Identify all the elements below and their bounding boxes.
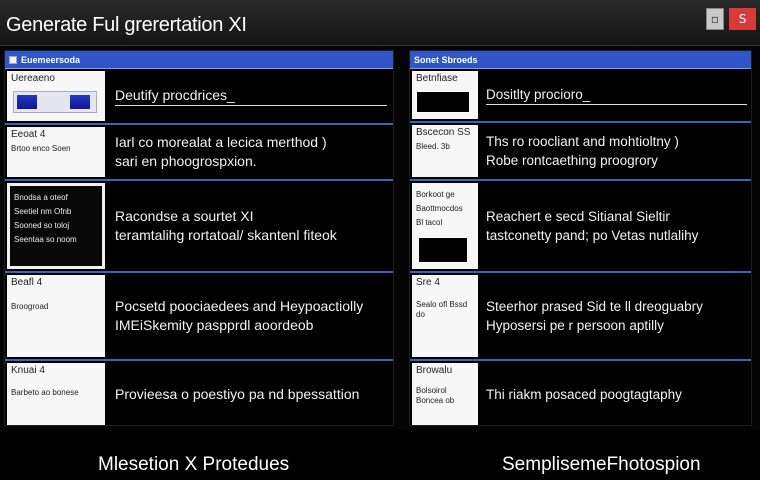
left-caption: Mlesetion X Protedues (98, 454, 290, 475)
right-panel-header: Sonet Sbroeds (410, 51, 751, 69)
thumb-subtitle: Sealo ofl Bssd do (416, 300, 468, 319)
thumb-line: Borkoot ge (416, 190, 455, 199)
row-description: Racondse a sourtet XI teramtalihg rortat… (115, 181, 387, 271)
thumb-line: Bnodsa a oteof (14, 193, 68, 202)
minimize-button[interactable]: ▫ (706, 8, 724, 30)
thumb-line: Seentaa so noom (14, 235, 77, 244)
description-line: teramtalihg rortatoal/ skantenl fiteok (115, 227, 337, 243)
window-title: Generate Ful grerertation XI (6, 14, 247, 36)
description-line: tastconetty pand; po Vetas nutlalihy (486, 228, 699, 243)
preview-block (70, 95, 90, 109)
row-thumbnail[interactable]: Bnodsa a oteof Seetiel nm Ofnb Sooned so… (7, 183, 105, 269)
row-description: Thi riakm posaced poogtagtaphy (486, 361, 747, 427)
thumb-title: Sre 4 (416, 277, 440, 288)
list-item[interactable]: Knuai 4 Barbeto ao bonese Provieesa o po… (5, 361, 393, 427)
thumb-subtitle: Bleed. 3b (416, 142, 450, 151)
thumb-subtitle: Brtoo enco Soen (11, 144, 71, 153)
description-line: Deutify procdrices_ (115, 86, 387, 106)
thumb-title: Beafl 4 (11, 277, 43, 288)
list-item[interactable]: Beafl 4 Broogroad Pocsetd poociaedees an… (5, 273, 393, 361)
description-line: Robe rontcaething proogrory (486, 153, 658, 168)
description-line: Pocsetd poociaedees and Heypoactiolly (115, 298, 364, 314)
thumb-subtitle: Barbeto ao bonese (11, 388, 79, 397)
list-item[interactable]: Bscecon SS Bleed. 3b Ths ro roocliant an… (410, 123, 751, 181)
screenshot-preview (416, 91, 470, 113)
description-line: Dositlty procioro_ (486, 85, 747, 105)
row-thumbnail[interactable]: Browalu Bolsoirol Boncea ob (412, 363, 478, 425)
list-item[interactable]: Betnfiase Dositlty procioro_ (410, 69, 751, 123)
thumb-title: Eeoat 4 (11, 129, 46, 140)
row-description: Steerhor prased Sid te ll dreoguabry Hyp… (486, 273, 747, 359)
description-line: Iarl co morealat a lecica merthod ) (115, 134, 327, 150)
panel-tab-icon (9, 55, 17, 64)
list-item[interactable]: Eeoat 4 Brtoo enco Soen Iarl co morealat… (5, 125, 393, 181)
description-line: Ths ro roocliant and mohtioltny ) (486, 134, 679, 149)
description-line: IMEiSkemity paspprdl aoordeob (115, 317, 314, 333)
description-line: Reachert e secd Sitianal Sieltir (486, 209, 670, 224)
row-thumbnail[interactable]: Beafl 4 Broogroad (7, 275, 105, 357)
right-panel: Sonet Sbroeds Betnfiase Dositlty procior… (409, 50, 752, 426)
row-description: Deutify procdrices_ (115, 69, 387, 123)
row-thumbnail[interactable]: Betnfiase (412, 71, 478, 119)
thumb-title: Betnfiase (416, 73, 458, 84)
thumb-line: Bl tacol (416, 218, 443, 227)
left-panel-title: Euemeersoda (21, 54, 81, 65)
list-item[interactable]: Bnodsa a oteof Seetiel nm Ofnb Sooned so… (5, 181, 393, 273)
preview-block (17, 95, 37, 109)
row-thumbnail[interactable]: Bscecon SS Bleed. 3b (412, 125, 478, 177)
row-thumbnail[interactable]: Eeoat 4 Brtoo enco Soen (7, 127, 105, 177)
title-bar: Generate Ful grerertation XI ▫ S (0, 0, 760, 46)
list-item[interactable]: Borkoot ge Baottmocdos Bl tacol Reachert… (410, 181, 751, 273)
thumb-line: Seetiel nm Ofnb (14, 207, 72, 216)
caption-bar: Mlesetion X Protedues SemplisemeFhotospi… (0, 430, 760, 480)
row-description: Reachert e secd Sitianal Sieltir tastcon… (486, 181, 747, 271)
left-panel-header: Euemeersoda (5, 51, 393, 69)
description-line: Racondse a sourtet XI (115, 208, 254, 224)
list-item[interactable]: Browalu Bolsoirol Boncea ob Thi riakm po… (410, 361, 751, 427)
description-line: Thi riakm posaced poogtagtaphy (486, 386, 682, 402)
close-button[interactable]: S (729, 8, 756, 30)
thumb-title: Bscecon SS (416, 127, 471, 138)
row-description: Dositlty procioro_ (486, 69, 747, 121)
row-thumbnail[interactable]: Knuai 4 Barbeto ao bonese (7, 363, 105, 425)
screenshot-preview (13, 91, 97, 113)
row-thumbnail[interactable]: Sre 4 Sealo ofl Bssd do (412, 275, 478, 357)
thumb-title: Browalu (416, 365, 453, 376)
thumb-title: Knuai 4 (11, 365, 45, 376)
right-panel-title: Sonet Sbroeds (414, 54, 478, 65)
thumb-title: Uereaeno (11, 73, 55, 84)
description-line: sari en phoogrospxion. (115, 153, 257, 169)
row-thumbnail[interactable]: Borkoot ge Baottmocdos Bl tacol (412, 183, 478, 269)
row-description: Iarl co morealat a lecica merthod ) sari… (115, 125, 387, 179)
description-line: Provieesa o poestiyo pa nd bpessattion (115, 385, 360, 402)
thumb-line: Sooned so toloj (14, 221, 70, 230)
description-line: Steerhor prased Sid te ll dreoguabry (486, 299, 703, 314)
right-caption: SemplisemeFhotospion (502, 454, 701, 475)
thumb-subtitle: Broogroad (11, 302, 49, 311)
thumb-subtitle: Bolsoirol Boncea ob (416, 386, 455, 405)
row-description: Ths ro roocliant and mohtioltny ) Robe r… (486, 123, 747, 179)
list-item[interactable]: Uereaeno Deutify procdrices_ (5, 69, 393, 125)
list-item[interactable]: Sre 4 Sealo ofl Bssd do Steerhor prased … (410, 273, 751, 361)
row-thumbnail[interactable]: Uereaeno (7, 71, 105, 121)
screenshot-preview (418, 237, 468, 263)
left-panel: Euemeersoda Uereaeno Deutify procdrices_… (4, 50, 394, 426)
row-description: Provieesa o poestiyo pa nd bpessattion (115, 361, 387, 427)
thumb-line: Baottmocdos (416, 204, 463, 213)
description-line: Hyposersi pe r persoon aptilly (486, 318, 664, 333)
row-description: Pocsetd poociaedees and Heypoactiolly IM… (115, 273, 387, 359)
